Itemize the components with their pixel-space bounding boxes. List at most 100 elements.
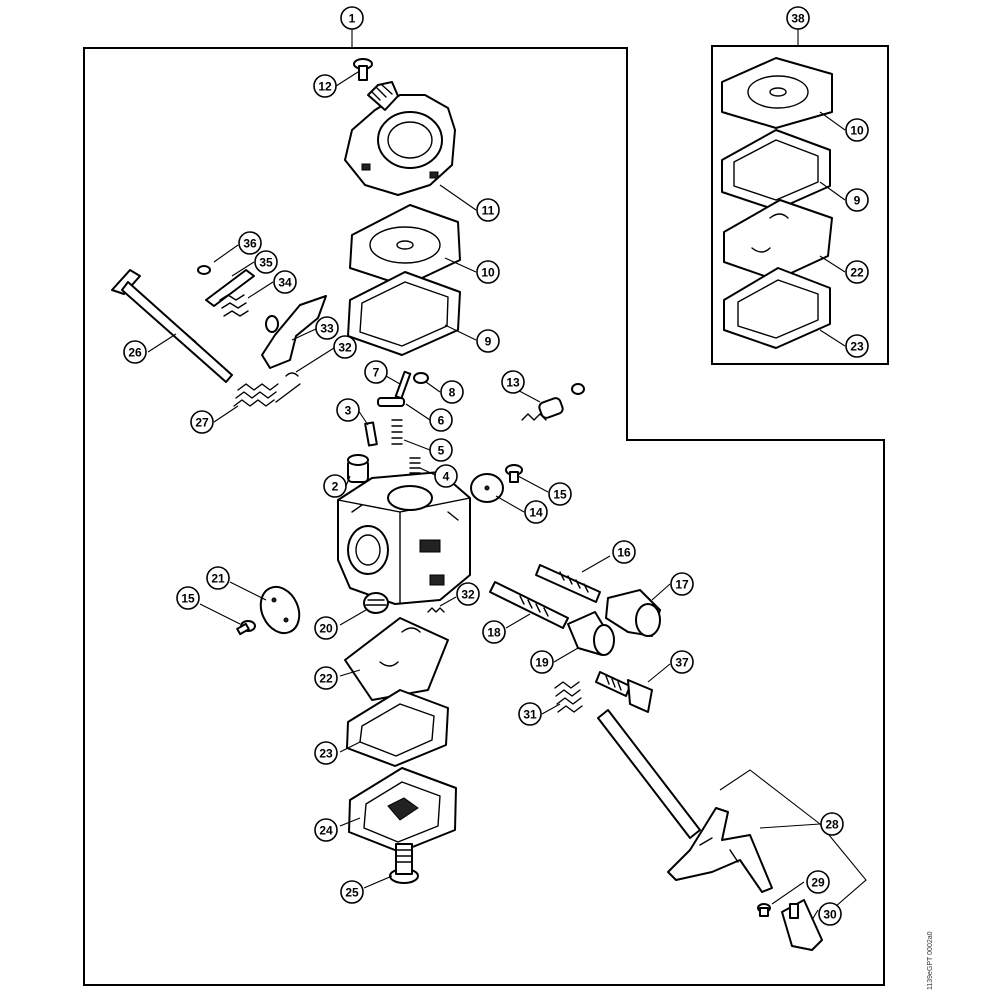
part-25-screw	[389, 843, 419, 884]
callout-circle	[340, 6, 364, 30]
part-31-spring	[554, 681, 583, 713]
callout-c29: 29	[806, 870, 830, 894]
callout-number: 34	[278, 276, 292, 290]
callout-circle	[176, 586, 200, 610]
kit-part-10-diaphragm	[721, 57, 833, 129]
callout-number: 13	[506, 376, 520, 390]
part-2-plug	[347, 454, 369, 483]
callout-c36: 36	[238, 231, 262, 255]
callout-c18: 18	[482, 620, 506, 644]
part-13-valve-group	[521, 383, 585, 421]
callout-c19: 19	[530, 650, 554, 674]
callout-number: 10	[850, 124, 864, 138]
part-37-screw	[595, 671, 653, 713]
callout-circle	[476, 198, 500, 222]
callout-c33: 33	[315, 316, 339, 340]
callout-c12: 12	[313, 74, 337, 98]
callout-circle	[314, 741, 338, 765]
callout-number: 7	[373, 366, 380, 380]
callout-number: 15	[553, 488, 567, 502]
callout-circle	[429, 408, 453, 432]
callout-number: 14	[529, 506, 543, 520]
callout-circle	[670, 572, 694, 596]
callout-c10: 10	[476, 260, 500, 284]
callout-c37: 37	[670, 650, 694, 674]
part-14-disc	[470, 473, 504, 503]
callout-number: 22	[850, 266, 864, 280]
callout-number: 23	[319, 747, 333, 761]
callout-c6: 6	[429, 408, 453, 432]
callout-circle	[323, 474, 347, 498]
callout-circle	[818, 902, 842, 926]
part-24-pump-cover	[348, 767, 457, 853]
callout-number: 4	[443, 470, 450, 484]
part-3-8-small-parts	[364, 370, 429, 447]
callout-c25: 25	[340, 880, 364, 904]
callout-circle	[845, 260, 869, 284]
callout-number: 35	[259, 256, 273, 270]
callout-number: 26	[128, 346, 142, 360]
callout-number: 9	[854, 194, 861, 208]
callout-number: 32	[461, 588, 475, 602]
callout-circle	[314, 818, 338, 842]
kit-part-22-diaphragm	[723, 199, 833, 281]
callout-circle	[806, 870, 830, 894]
callout-number: 10	[481, 266, 495, 280]
callout-c11: 11	[476, 198, 500, 222]
callout-c7: 7	[364, 360, 388, 384]
callout-circle	[845, 188, 869, 212]
callout-circle	[123, 340, 147, 364]
part-22-diaphragm	[344, 617, 449, 701]
callout-circle	[336, 398, 360, 422]
callout-k9: 9	[845, 188, 869, 212]
callout-c22: 22	[314, 666, 338, 690]
callout-circle	[364, 360, 388, 384]
callout-number: 30	[823, 908, 837, 922]
callout-c23: 23	[314, 741, 338, 765]
kit-part-23-gasket	[723, 267, 831, 349]
callout-c34: 34	[273, 270, 297, 294]
part-15b-screw	[236, 620, 256, 636]
callout-circle	[670, 650, 694, 674]
callout-c9: 9	[476, 329, 500, 353]
callout-number: 12	[318, 80, 332, 94]
callout-circle	[440, 380, 464, 404]
callout-number: 25	[345, 886, 359, 900]
callout-circle	[313, 74, 337, 98]
callout-circle	[548, 482, 572, 506]
callout-circle	[530, 650, 554, 674]
callout-circle	[333, 335, 357, 359]
callout-c13: 13	[501, 370, 525, 394]
callout-circle	[434, 464, 458, 488]
callout-circle	[845, 334, 869, 358]
part-17-cap	[605, 589, 661, 637]
callout-k22: 22	[845, 260, 869, 284]
callout-circle	[273, 270, 297, 294]
callout-number: 2	[332, 480, 339, 494]
callout-circle	[456, 582, 480, 606]
callout-number: 9	[485, 335, 492, 349]
callout-number: 15	[181, 592, 195, 606]
callout-c35: 35	[254, 250, 278, 274]
callout-number: 17	[675, 578, 689, 592]
part-30-knob	[781, 899, 823, 951]
callout-number: 38	[791, 12, 805, 26]
kit-part-9-gasket	[721, 129, 831, 211]
part-26-shaft	[111, 269, 233, 383]
callout-circle	[820, 812, 844, 836]
callout-number: 3	[345, 404, 352, 418]
part-34-36-lever-group	[197, 265, 255, 317]
callout-c20: 20	[314, 616, 338, 640]
callout-number: 20	[319, 622, 333, 636]
callout-circle	[482, 620, 506, 644]
callout-c16: 16	[612, 540, 636, 564]
callout-c32b: 32	[456, 582, 480, 606]
callout-circle	[315, 316, 339, 340]
callout-c14: 14	[524, 500, 548, 524]
callout-circle	[612, 540, 636, 564]
callout-c21: 21	[206, 566, 230, 590]
part-21-plate	[259, 585, 301, 635]
callout-number: 19	[535, 656, 549, 670]
callout-c15a: 15	[548, 482, 572, 506]
